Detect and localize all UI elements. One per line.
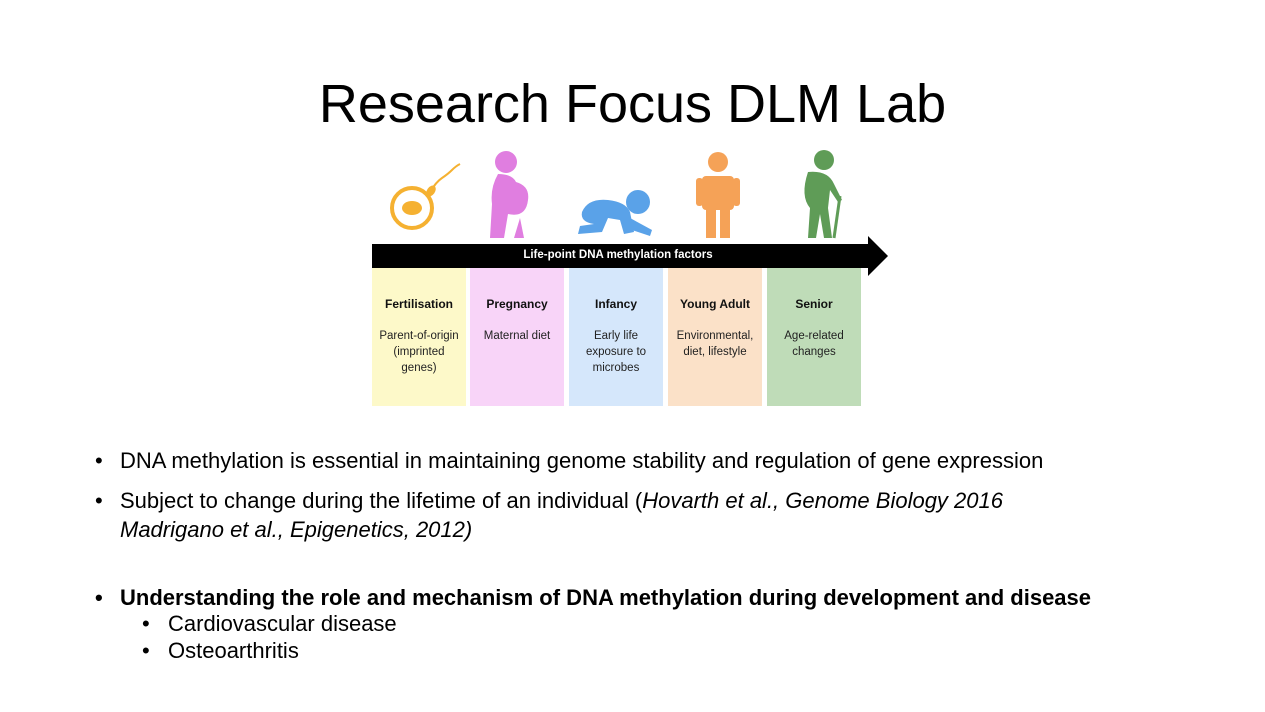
bullet-marker: •: [142, 638, 150, 663]
stage-desc: Maternal diet: [483, 330, 551, 342]
stage-name: Pregnancy: [486, 297, 548, 311]
citation-hovarth: Hovarth et al., Genome Biology 2016: [642, 488, 1003, 513]
page-title: Research Focus DLM Lab: [318, 74, 947, 134]
stage-name: Infancy: [594, 297, 637, 311]
stage-pregnancy: Pregnancy Maternal diet: [470, 268, 564, 406]
bullet-marker: •: [142, 611, 150, 636]
bullet-text: Subject to change during the lifetime of…: [120, 486, 1200, 544]
crawling-baby-icon: [568, 148, 664, 242]
stage-name: Young Adult: [680, 297, 750, 311]
bullet-text-plain: Subject to change during the lifetime of…: [120, 488, 643, 513]
bullet-marker: •: [95, 448, 103, 473]
timeline-arrow: [372, 236, 888, 276]
elderly-person-icon: [784, 148, 880, 242]
stage-desc: Early life exposure to microbes: [585, 330, 647, 374]
life-stage-figure: Life-point DNA methylation factors Ferti…: [370, 148, 890, 410]
stage-name: Fertilisation: [384, 297, 453, 311]
bullet-text: Cardiovascular disease: [168, 611, 397, 636]
stage-senior: Senior Age-related changes: [767, 268, 861, 406]
pregnant-woman-icon: [468, 148, 564, 242]
stage-name: Senior: [795, 297, 833, 311]
arrow-label: Life-point DNA methylation factors: [523, 249, 713, 261]
stage-infancy: Infancy Early life exposure to microbes: [569, 268, 663, 406]
egg-sperm-icon: [370, 148, 466, 242]
stage-desc: Environmental, diet, lifestyle: [676, 330, 754, 358]
adult-person-icon: [670, 148, 766, 242]
bullet-text: Osteoarthritis: [168, 638, 299, 663]
stage-young-adult: Young Adult Environmental, diet, lifesty…: [668, 268, 762, 406]
citation-madrigano: Madrigano et al., Epigenetics, 2012): [120, 517, 473, 542]
bullet-marker: •: [95, 585, 103, 610]
stage-fertilisation: Fertilisation Parent-of-origin (imprinte…: [372, 268, 466, 406]
bullet-text: DNA methylation is essential in maintain…: [120, 448, 1044, 473]
bullet-text: Understanding the role and mechanism of …: [120, 585, 1092, 610]
stage-desc: Parent-of-origin (imprinted genes): [379, 330, 459, 374]
stage-desc: Age-related changes: [784, 330, 844, 358]
bullet-marker: •: [95, 488, 103, 513]
